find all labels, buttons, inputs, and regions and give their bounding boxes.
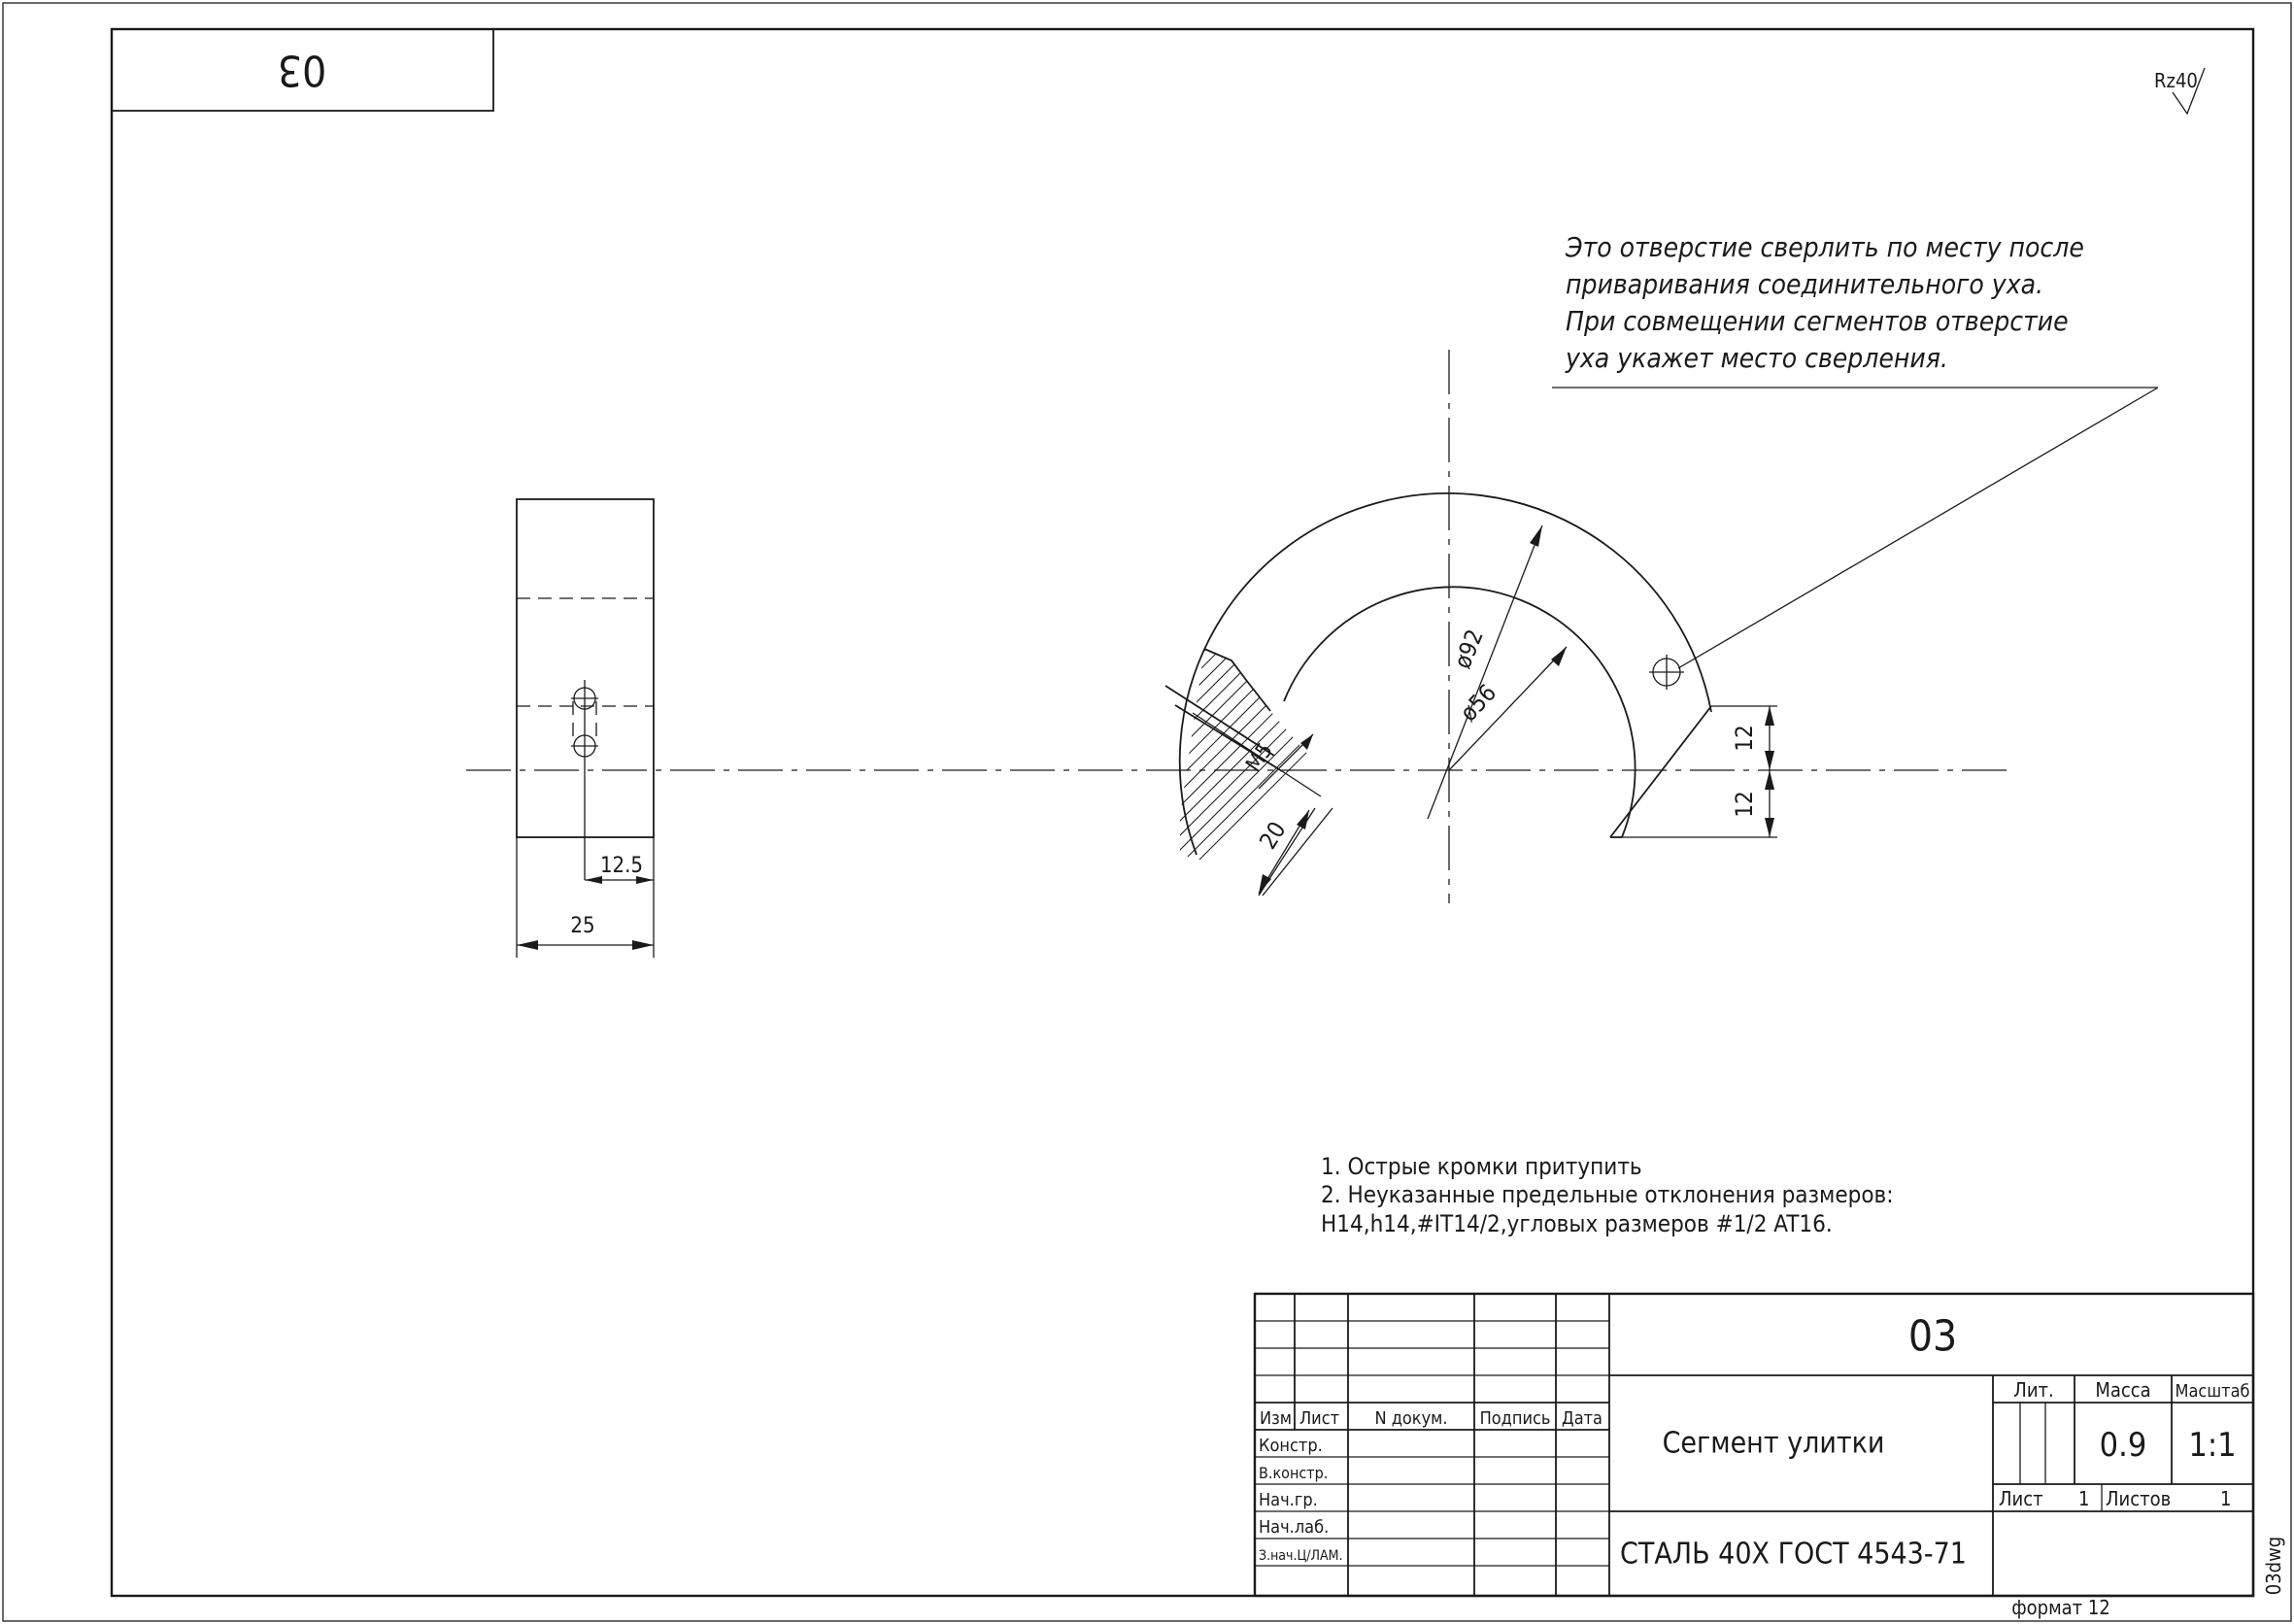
- ear-hole: [1552, 387, 2159, 690]
- designation-rotated: 03: [278, 46, 326, 95]
- tb-scale-value: 1:1: [2188, 1426, 2236, 1465]
- dim-depth: 20: [1254, 807, 1333, 897]
- tech-note-2: 2. Неуказанные предельные отклонения раз…: [1321, 1181, 1894, 1208]
- tb-mass-value: 0.9: [2100, 1426, 2147, 1465]
- callout-line-1: Это отверстие сверлить по месту после: [1565, 231, 2084, 263]
- dim-half-width-label: 12.5: [600, 854, 643, 878]
- designation-box-top: [111, 28, 494, 112]
- dim-offset-bottom-label: 12: [1731, 791, 1758, 817]
- dim-outer-diameter: ø92: [1427, 524, 1543, 820]
- dim-half-width: 12.5: [585, 837, 655, 958]
- tech-note-1: 1. Острые кромки притупить: [1321, 1153, 1642, 1180]
- tb-sheets-label: Листов: [2106, 1487, 2171, 1510]
- tb-sheet-label: Лист: [1999, 1487, 2043, 1510]
- tb-role-vkonstr: В.констр.: [1259, 1464, 1328, 1482]
- tech-note-3: H14,h14,#IT14/2,угловых размеров #1/2 AT…: [1321, 1210, 1833, 1237]
- dim-outer-diameter-label: ø92: [1449, 626, 1489, 672]
- side-view-hole: [571, 680, 598, 880]
- tb-role-znach: З.нач.Ц/ЛАМ.: [1259, 1548, 1342, 1564]
- callout-line-4: уха укажет место сверления.: [1565, 342, 1948, 374]
- dim-ear-offsets: 12 12: [1622, 705, 1777, 838]
- main-view: ø92 ø56 M5 20: [466, 350, 2159, 903]
- tb-sheets-value: 1: [2220, 1487, 2231, 1510]
- roughness-symbol: Rz40: [2154, 67, 2206, 116]
- tb-header-masshtab: Масштаб: [2176, 1381, 2250, 1402]
- tech-notes: 1. Острые кромки притупить 2. Неуказанны…: [1321, 1153, 1894, 1237]
- dim-width-label: 25: [570, 914, 594, 938]
- tb-role-nachlab: Нач.лаб.: [1259, 1517, 1329, 1538]
- tb-header-massa: Масса: [2095, 1378, 2150, 1402]
- tb-header-lit: Лит.: [2013, 1378, 2053, 1402]
- tb-header-data: Дата: [1562, 1408, 1602, 1429]
- tb-part-name: Сегмент улитки: [1663, 1427, 1885, 1461]
- outer-contour: [1178, 492, 1712, 856]
- callout-line-3: При совмещении сегментов отверстие: [1566, 305, 2069, 337]
- tb-material: СТАЛЬ 40Х ГОСТ 4543-71: [1620, 1538, 1967, 1572]
- tb-header-izm: Изм: [1260, 1408, 1292, 1429]
- tb-role-nachgr: Нач.гр.: [1259, 1490, 1318, 1510]
- inner-contour: [1283, 586, 1636, 838]
- file-name: 03dwg: [2262, 1537, 2285, 1595]
- title-block: Изм Лист N докум. Подпись Дата Констр. В…: [1253, 1292, 2255, 1598]
- roughness-value: Rz40: [2154, 69, 2198, 92]
- tb-sheet-value: 1: [2078, 1487, 2089, 1510]
- tb-header-list: Лист: [1299, 1408, 1339, 1429]
- dim-width: 25: [516, 837, 654, 958]
- tb-designation: 03: [1908, 1312, 1957, 1362]
- tb-header-n-dokum: N докум.: [1374, 1408, 1447, 1429]
- drawing-frame: [110, 27, 2255, 1598]
- dim-inner-diameter-label: ø56: [1455, 679, 1501, 727]
- callout-line-2: приваривания соединительного уха.: [1566, 268, 2043, 300]
- side-view: 12.5 25: [516, 498, 655, 958]
- callout-note: Это отверстие сверлить по месту после пр…: [1565, 231, 2084, 374]
- dim-offset-top-label: 12: [1731, 725, 1758, 751]
- tb-header-podpis: Подпись: [1480, 1408, 1551, 1429]
- format-label: формат 12: [2011, 1596, 2110, 1619]
- tb-role-konstr: Констр.: [1259, 1436, 1323, 1456]
